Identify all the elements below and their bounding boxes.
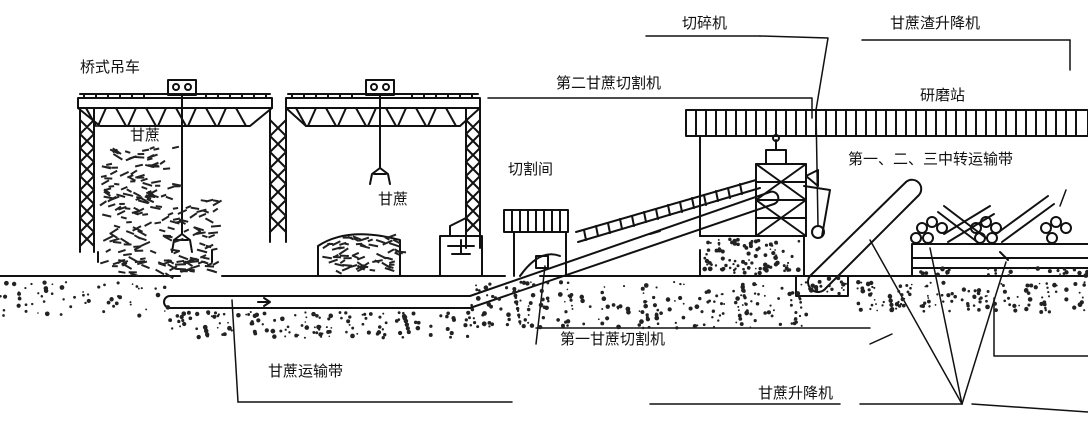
label-mill-station: 研磨站: [920, 86, 966, 104]
feeder-box: [439, 217, 483, 277]
mill-station-roof: [685, 109, 1088, 237]
platform-right: [911, 243, 1088, 277]
platform-left: [699, 235, 805, 277]
label-shredder: 切碎机: [682, 14, 728, 32]
ground-line: [0, 249, 1088, 277]
label-bridge-crane: 桥式吊车: [80, 58, 141, 76]
elevator-pit: [795, 275, 849, 297]
cane-pile-bin-left: [97, 249, 213, 263]
label-transfer-conveyors: 第一、二、三中转运输带: [848, 150, 1014, 168]
second-cutter-ramp: [575, 179, 761, 243]
texture-layer: [0, 145, 1088, 340]
label-cutting-room: 切割间: [508, 160, 554, 178]
cane-pile-bin-middle: [317, 233, 401, 277]
label-second-cutter: 第二甘蔗切割机: [556, 74, 662, 92]
label-first-cutter: 第一甘蔗切割机: [560, 330, 666, 348]
label-sugarcane-middle: 甘蔗: [378, 190, 409, 208]
label-cane-conveyor: 甘蔗运输带: [268, 362, 344, 380]
bridge-crane-right: [285, 79, 481, 249]
mill-rollers: [910, 216, 1072, 244]
label-sugarcane-left: 甘蔗: [130, 126, 161, 144]
label-cane-elevator: 甘蔗升降机: [758, 384, 834, 402]
leader-lines: [231, 35, 1088, 413]
shredder-tower: [755, 134, 831, 239]
cutting-room: [503, 209, 569, 277]
label-bagasse-elevator: 甘蔗渣升降机: [890, 14, 981, 32]
bridge-crane-left: [77, 79, 287, 253]
